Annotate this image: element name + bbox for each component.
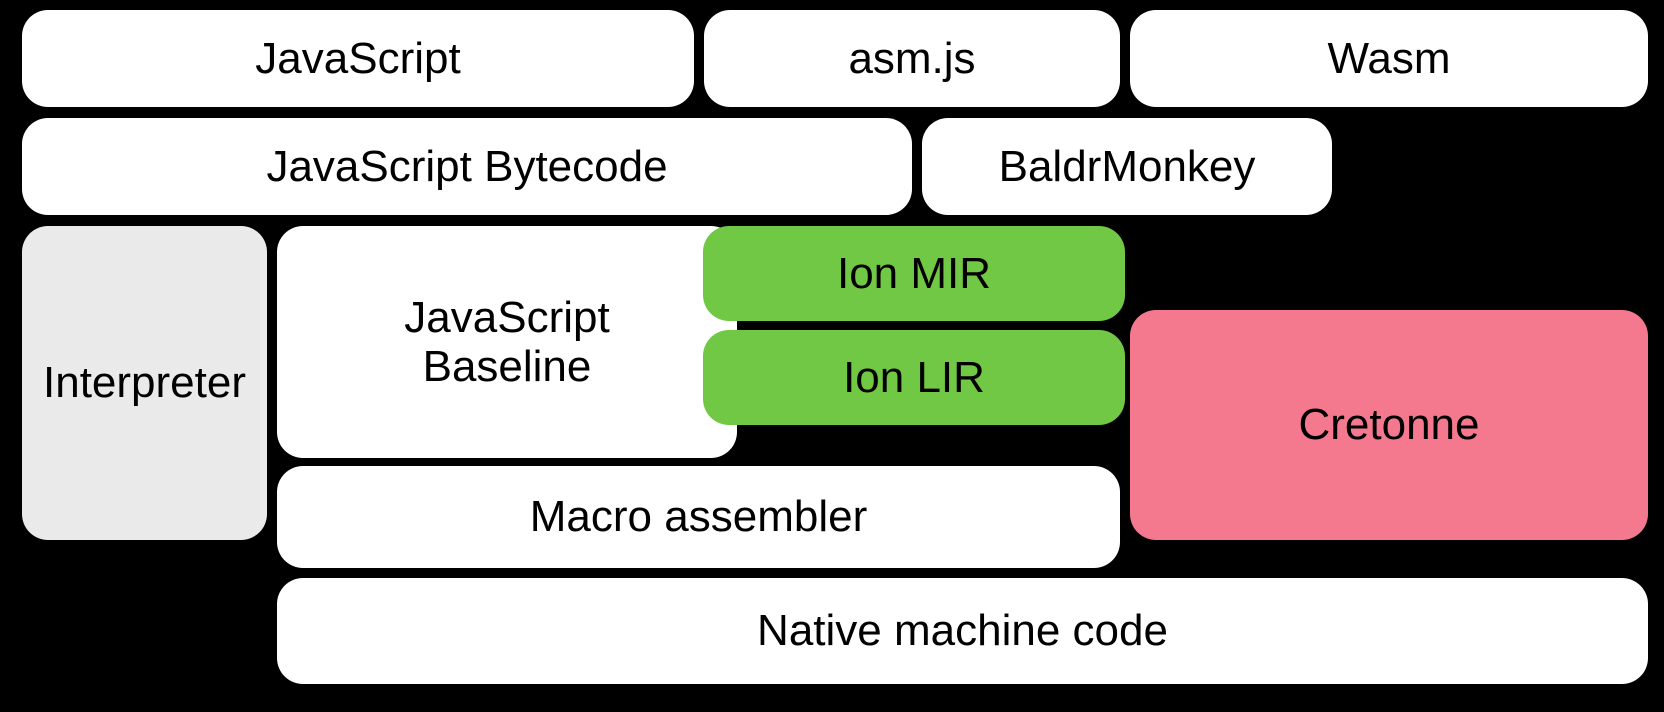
node-javascript-bytecode[interactable]: JavaScript Bytecode — [22, 118, 912, 215]
node-native-machine-code[interactable]: Native machine code — [277, 578, 1648, 684]
node-label: Native machine code — [757, 606, 1168, 656]
node-label: Interpreter — [43, 358, 246, 408]
node-asm-js[interactable]: asm.js — [704, 10, 1120, 107]
node-label: Wasm — [1327, 33, 1451, 83]
node-label: Ion LIR — [843, 352, 985, 402]
node-label: Macro assembler — [529, 492, 868, 542]
node-label: JavaScript Baseline — [404, 292, 610, 391]
node-label: Ion MIR — [836, 248, 992, 298]
node-cretonne[interactable]: Cretonne — [1130, 310, 1648, 540]
node-label: JavaScript Bytecode — [266, 141, 668, 191]
node-ion-lir[interactable]: Ion LIR — [703, 330, 1125, 425]
node-macro-assembler[interactable]: Macro assembler — [277, 466, 1120, 568]
node-interpreter[interactable]: Interpreter — [22, 226, 267, 540]
node-label: JavaScript — [255, 33, 461, 83]
node-baldrmonkey[interactable]: BaldrMonkey — [922, 118, 1332, 215]
node-wasm[interactable]: Wasm — [1130, 10, 1648, 107]
node-label: BaldrMonkey — [998, 141, 1256, 191]
node-label: asm.js — [848, 33, 976, 83]
node-label: Cretonne — [1298, 400, 1480, 450]
node-ion-mir[interactable]: Ion MIR — [703, 226, 1125, 321]
node-javascript-baseline[interactable]: JavaScript Baseline — [277, 226, 737, 458]
node-javascript[interactable]: JavaScript — [22, 10, 694, 107]
